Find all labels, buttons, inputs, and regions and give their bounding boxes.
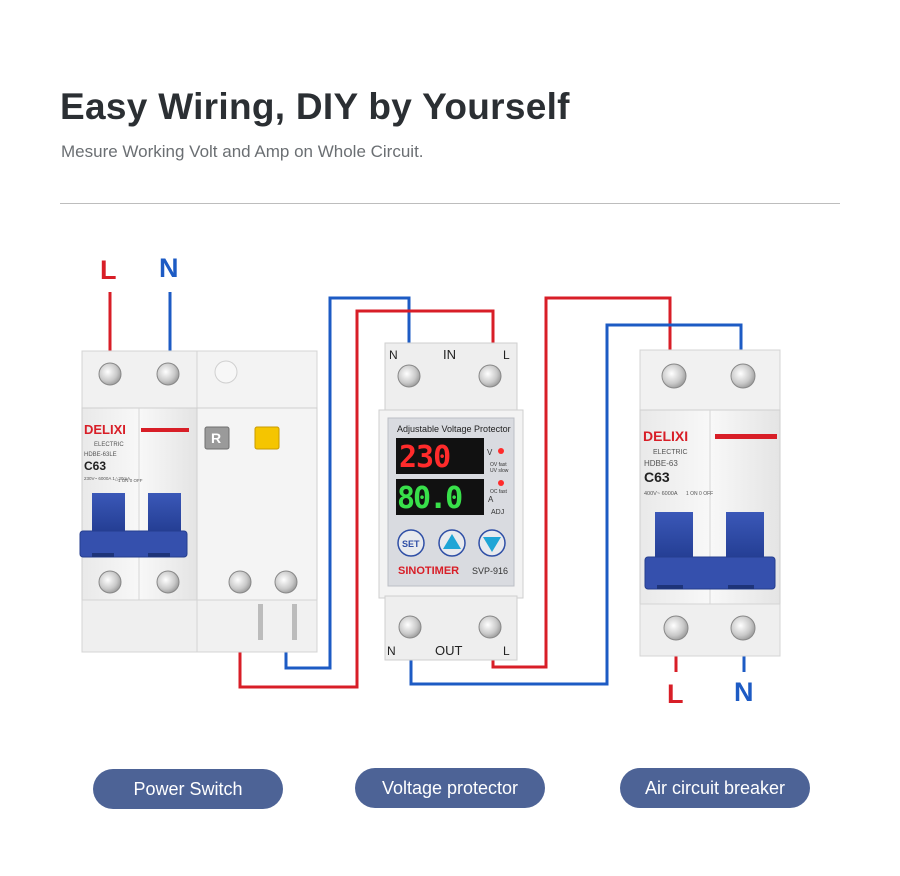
screw-icon — [397, 364, 421, 388]
ov-fast-label: OV fast — [490, 462, 507, 468]
lever-handle — [726, 512, 764, 560]
breaker-sub: ELECTRIC — [653, 449, 688, 456]
set-button[interactable] — [397, 529, 425, 557]
breaker-rating: C63 — [644, 469, 670, 485]
screw-icon — [730, 363, 756, 389]
power-switch-spec2: 1 ON 0 OFF — [118, 478, 143, 483]
lever-handle — [148, 493, 181, 533]
voltage-unit: V — [487, 448, 493, 457]
screw-icon — [156, 570, 180, 594]
protector-top-in: IN — [443, 347, 456, 362]
output-neutral-label: N — [734, 677, 754, 707]
reset-button-label: R — [211, 430, 221, 446]
current-unit: A — [488, 495, 494, 504]
breaker-spec2: 1 ON 0 OFF — [686, 491, 713, 497]
power-switch-spec: 230V~ 6000A 1△30mA — [84, 476, 130, 481]
lever-bar — [79, 530, 188, 558]
protector-bottom-out: OUT — [435, 643, 463, 658]
protector-top-n: N — [389, 348, 398, 362]
page-subtitle: Mesure Working Volt and Amp on Whole Cir… — [61, 142, 424, 161]
input-live-label: L — [100, 255, 117, 285]
screw-icon — [478, 615, 502, 639]
protector-bottom-n: N — [387, 644, 396, 658]
breaker-spec: 400V~ 6000A — [644, 491, 678, 497]
screw-icon — [663, 615, 689, 641]
lever-bar — [644, 556, 776, 590]
breaker-model: HDBE-63 — [644, 459, 678, 468]
header-divider — [60, 203, 840, 204]
power-switch-rating: C63 — [84, 459, 106, 473]
air-breaker-device: DELIXI ELECTRIC HDBE-63 C63 400V~ 6000A … — [639, 349, 781, 657]
screw-icon — [274, 570, 298, 594]
power-switch-device: DELIXI ELECTRIC HDBE-63LE C63 230V~ 6000… — [79, 350, 318, 653]
adj-label: ADJ — [491, 509, 504, 516]
neutral-wire-protector-to-breaker — [409, 323, 743, 686]
power-switch-brand: DELIXI — [84, 422, 126, 437]
uv-slow-label: UV slow — [490, 468, 509, 474]
current-display-value: 80.0 — [397, 481, 462, 516]
oc-fast-label: OC fast — [490, 489, 508, 495]
screw-icon — [156, 362, 180, 386]
protector-model: SVP-916 — [472, 566, 508, 576]
voltage-display-value: 230 — [399, 440, 450, 475]
lever-handle — [92, 493, 125, 533]
screw-icon — [398, 615, 422, 639]
set-button-label: SET — [402, 539, 420, 549]
led-indicator — [498, 448, 504, 454]
air-breaker-label: Air circuit breaker — [620, 768, 810, 808]
test-button — [254, 426, 280, 450]
screw-icon — [228, 570, 252, 594]
voltage-protector-label: Voltage protector — [355, 768, 545, 808]
triangle-down-icon — [483, 537, 501, 552]
screw-icon — [730, 615, 756, 641]
triangle-up-icon — [443, 534, 461, 549]
protector-bottom-l: L — [503, 644, 510, 658]
output-live-label: L — [667, 679, 684, 709]
protector-top-l: L — [503, 348, 510, 362]
power-switch-sub: ELECTRIC — [94, 442, 124, 448]
voltage-protector-device: N IN L Adjustable Voltage Protector 230 … — [378, 342, 524, 661]
reset-button — [204, 426, 230, 450]
protector-brand: SINOTIMER — [398, 565, 459, 577]
screw-icon — [98, 570, 122, 594]
voltage-display — [396, 438, 484, 474]
power-switch-label: Power Switch — [93, 769, 283, 809]
led-indicator — [498, 480, 504, 486]
lever-handle — [655, 512, 693, 560]
current-display — [396, 479, 484, 515]
input-neutral-label: N — [159, 253, 179, 283]
breaker-brand: DELIXI — [643, 428, 688, 444]
screw-icon — [98, 362, 122, 386]
power-switch-model: HDBE-63LE — [84, 452, 117, 458]
page-title: Easy Wiring, DIY by Yourself — [60, 86, 570, 127]
screw-icon — [478, 364, 502, 388]
live-wire-switch-to-protector — [238, 309, 495, 689]
protector-panel-title: Adjustable Voltage Protector — [397, 424, 511, 434]
screw-icon — [661, 363, 687, 389]
